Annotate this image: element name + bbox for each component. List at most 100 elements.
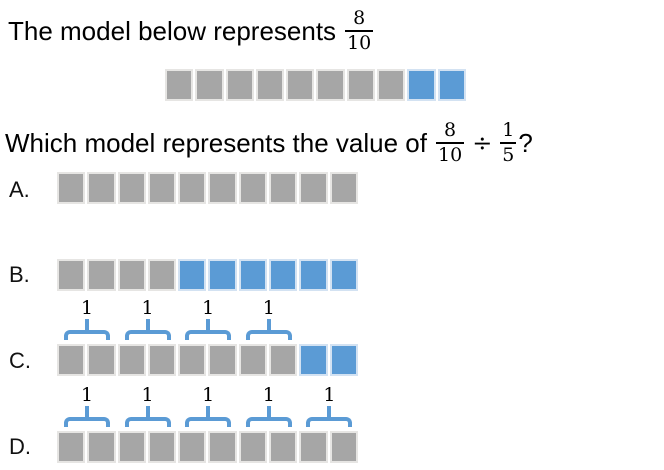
model-cell-blue	[407, 69, 436, 101]
model-cell-blue	[238, 259, 268, 291]
model-cell-blue	[299, 259, 328, 291]
model-cell-gray	[178, 172, 207, 204]
model-cell-gray	[269, 172, 298, 204]
model-cell-blue	[208, 259, 237, 291]
bracket-brace	[124, 330, 171, 340]
fraction-bar	[500, 142, 517, 144]
model-cell-gray	[195, 69, 224, 101]
bracket-stem	[266, 319, 271, 330]
option-c-label[interactable]: C.	[9, 348, 31, 373]
model-cell-gray	[57, 344, 86, 376]
model-cell-blue	[178, 259, 207, 291]
model-cell-gray	[147, 431, 177, 463]
unit-bracket-label: 1	[80, 297, 94, 319]
model-cell-gray	[255, 69, 285, 101]
division-sign: ÷	[472, 129, 493, 157]
bracket-stem	[85, 406, 89, 417]
model-cell-gray	[299, 431, 328, 463]
bracket-stem	[145, 319, 150, 330]
option-a-model-bar	[57, 172, 358, 204]
bracket-stem	[266, 406, 271, 417]
option-d-label[interactable]: D.	[9, 434, 31, 459]
unit-bracket-label: 1	[262, 297, 275, 319]
unit-bracket-label: 1	[202, 384, 215, 406]
fraction-eight-tenths: 8 10	[345, 8, 374, 54]
bracket-brace	[185, 330, 232, 340]
unit-bracket-label: 1	[262, 384, 275, 406]
model-cell-gray	[208, 172, 237, 204]
question-statement: Which model represents the value of 8 10…	[5, 112, 533, 174]
option-c-model-bar	[57, 344, 358, 376]
model-cell-gray	[147, 259, 177, 291]
fraction-eight-tenths: 8 10	[436, 119, 465, 165]
option-c-bracket-row: 1 1 1 1	[57, 297, 361, 342]
unit-bracket: 1	[64, 297, 110, 340]
bracket-stem	[206, 406, 211, 417]
fraction-numerator: 1	[502, 119, 515, 142]
model-cell-gray	[117, 259, 146, 291]
fraction-numerator: 8	[444, 119, 457, 142]
model-cell-gray	[87, 259, 116, 291]
model-cell-gray	[316, 69, 345, 101]
unit-bracket: 1	[245, 297, 292, 340]
problem-text: The model below represents	[8, 15, 337, 46]
fraction-bar	[436, 142, 465, 144]
model-cell-gray	[238, 172, 268, 204]
model-cell-gray	[87, 344, 116, 376]
model-cell-gray	[299, 172, 328, 204]
unit-bracket: 1	[306, 384, 353, 427]
fraction-denominator: 5	[502, 144, 515, 166]
model-cell-gray	[346, 69, 376, 101]
unit-bracket-label: 1	[141, 297, 154, 319]
model-cell-gray	[238, 431, 268, 463]
unit-bracket-label: 1	[323, 384, 336, 406]
bracket-brace	[124, 417, 171, 427]
model-cell-blue	[329, 344, 358, 376]
model-cell-gray	[117, 431, 146, 463]
model-cell-gray	[147, 344, 177, 376]
model-cell-gray	[57, 172, 86, 204]
model-cell-gray	[87, 172, 116, 204]
model-cell-blue	[329, 259, 358, 291]
model-cell-blue	[437, 69, 466, 101]
option-b-label[interactable]: B.	[9, 262, 30, 287]
unit-bracket: 1	[185, 297, 232, 340]
model-cell-gray	[286, 69, 315, 101]
unit-bracket: 1	[185, 384, 232, 427]
option-b-model-bar	[57, 259, 358, 291]
unit-bracket: 1	[245, 384, 292, 427]
problem-statement: The model below represents 8 10	[8, 2, 374, 60]
option-d-bracket-row: 1 1 1 1 1	[57, 384, 361, 429]
model-cell-gray	[377, 69, 406, 101]
question-mark: ?	[518, 127, 533, 158]
bracket-brace	[185, 417, 232, 427]
model-cell-gray	[238, 344, 268, 376]
model-cell-gray	[178, 431, 207, 463]
model-cell-gray	[208, 431, 237, 463]
bracket-brace	[64, 330, 110, 340]
bracket-stem	[206, 319, 211, 330]
bracket-brace	[245, 330, 292, 340]
intro-model-bar	[165, 69, 466, 101]
bracket-brace	[306, 417, 353, 427]
option-a-label[interactable]: A.	[9, 177, 30, 202]
bracket-brace	[245, 417, 292, 427]
unit-bracket-label: 1	[80, 384, 94, 406]
unit-bracket: 1	[124, 297, 171, 340]
unit-bracket-label: 1	[202, 297, 215, 319]
model-cell-blue	[299, 344, 328, 376]
model-cell-gray	[225, 69, 254, 101]
option-d-model-bar	[57, 431, 358, 463]
model-cell-blue	[269, 259, 298, 291]
model-cell-gray	[178, 344, 207, 376]
model-cell-gray	[208, 344, 237, 376]
model-cell-gray	[117, 172, 146, 204]
question-text: Which model represents the value of	[5, 127, 427, 158]
bracket-stem	[327, 406, 332, 417]
unit-bracket: 1	[124, 386, 171, 427]
fraction-denominator: 10	[347, 32, 372, 54]
fraction-bar	[345, 30, 374, 32]
model-cell-gray	[117, 344, 146, 376]
model-cell-gray	[165, 69, 194, 101]
